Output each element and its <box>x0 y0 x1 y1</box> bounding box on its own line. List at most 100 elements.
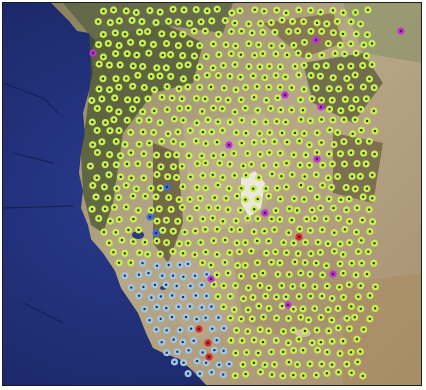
station-marker-center <box>182 77 185 81</box>
station-marker-center <box>199 241 202 244</box>
station-marker-center <box>265 99 268 102</box>
station-marker-center <box>148 141 151 145</box>
station-marker-center <box>309 252 313 255</box>
station-marker-center <box>188 42 192 45</box>
station-marker-center <box>244 264 247 267</box>
station-marker-center <box>130 19 134 22</box>
station-marker-center <box>166 132 170 135</box>
station-marker-center <box>176 350 179 353</box>
station-marker-center <box>332 31 335 34</box>
station-marker-center <box>310 208 314 212</box>
station-marker-center <box>91 143 94 146</box>
station-marker-center <box>349 151 353 154</box>
station-marker-center <box>354 73 357 77</box>
station-marker-center <box>203 97 207 101</box>
station-marker-center <box>181 295 185 299</box>
station-marker-center <box>182 8 186 12</box>
station-marker-center <box>299 271 302 275</box>
station-marker-center <box>148 215 152 219</box>
station-marker-center <box>342 140 346 143</box>
station-marker-center <box>315 21 319 25</box>
station-marker-center <box>275 295 278 299</box>
station-marker-center <box>114 52 117 55</box>
station-marker-center <box>252 74 255 78</box>
station-marker-center <box>365 272 369 276</box>
station-marker-center <box>280 44 284 48</box>
station-marker-center <box>284 120 287 124</box>
station-marker-center <box>269 107 272 110</box>
station-marker-center <box>171 250 175 253</box>
station-marker-center <box>250 31 254 35</box>
station-marker-center <box>143 307 146 311</box>
station-marker-center <box>154 195 158 198</box>
station-marker-center <box>275 163 278 167</box>
station-marker-center <box>355 162 359 165</box>
station-marker-center <box>213 196 216 199</box>
station-marker-center <box>165 241 168 244</box>
station-marker-center <box>292 373 295 377</box>
station-marker-center <box>292 241 295 245</box>
station-marker-center <box>173 360 176 364</box>
station-marker-center <box>189 284 192 288</box>
station-marker-center <box>148 163 151 166</box>
station-marker-center <box>234 88 238 92</box>
station-marker-center <box>332 76 335 79</box>
station-marker-center <box>287 341 290 345</box>
station-marker-center <box>141 130 145 134</box>
station-marker-center <box>97 20 100 23</box>
station-marker-center <box>178 263 182 266</box>
station-marker-center <box>189 129 192 132</box>
station-marker-center <box>104 121 107 124</box>
station-marker-center <box>244 106 247 110</box>
station-marker-center <box>201 110 204 113</box>
station-marker-center <box>315 328 319 332</box>
station-marker-center <box>320 30 323 33</box>
station-marker-center <box>117 129 121 132</box>
station-marker-center <box>119 175 122 179</box>
station-marker-center <box>303 41 306 44</box>
station-marker-center <box>158 10 162 14</box>
station-marker-center <box>361 218 364 222</box>
station-marker-center <box>339 109 342 112</box>
station-marker-center <box>155 66 158 69</box>
station-marker-center <box>308 143 311 146</box>
station-marker-center <box>370 63 374 66</box>
station-marker-center <box>224 43 228 46</box>
station-marker-center <box>152 43 155 46</box>
station-marker-center <box>309 119 312 123</box>
station-marker-center <box>327 42 330 45</box>
station-marker-center <box>91 184 95 187</box>
station-marker-center <box>362 152 365 155</box>
satellite-map[interactable] <box>3 3 422 386</box>
station-marker-center <box>155 153 158 157</box>
station-marker-center <box>175 284 178 288</box>
station-marker-center <box>316 348 319 352</box>
station-marker-center <box>321 184 324 187</box>
station-marker-center <box>142 285 145 289</box>
station-marker-center <box>95 176 99 179</box>
station-marker-center <box>171 33 175 36</box>
station-marker-center <box>233 308 236 311</box>
station-marker-center <box>209 85 213 89</box>
station-marker-center <box>182 275 185 278</box>
station-marker-center <box>112 118 116 121</box>
station-marker-center <box>292 308 295 311</box>
station-marker-center <box>359 307 362 310</box>
station-marker-center <box>172 140 175 143</box>
station-marker-center <box>365 54 368 58</box>
station-marker-center <box>193 274 197 277</box>
station-marker-center <box>91 51 95 55</box>
station-marker-center <box>303 329 307 333</box>
station-marker-center <box>209 263 213 267</box>
station-marker-center <box>325 64 328 67</box>
station-marker-center <box>303 132 306 135</box>
station-marker-center <box>123 143 127 146</box>
station-marker-center <box>353 316 356 319</box>
station-marker-center <box>141 110 144 114</box>
station-marker-center <box>195 186 199 189</box>
station-marker-center <box>275 339 278 342</box>
station-marker-center <box>364 162 368 166</box>
station-marker-center <box>280 284 283 287</box>
station-marker-center <box>252 141 256 144</box>
station-marker-center <box>228 362 231 366</box>
